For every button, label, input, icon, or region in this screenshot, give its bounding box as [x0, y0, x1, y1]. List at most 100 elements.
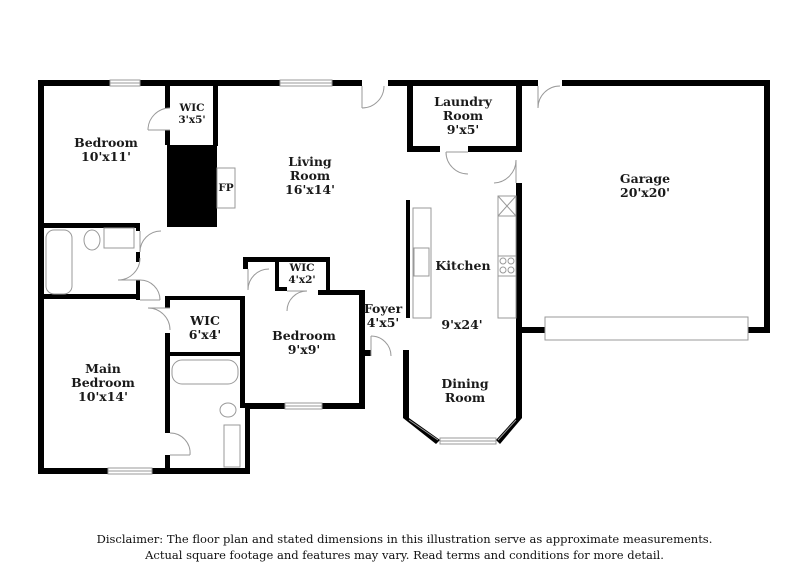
wall [243, 257, 330, 262]
bay-wall [496, 418, 522, 444]
kitchen-sink [413, 247, 430, 277]
walls [38, 80, 770, 474]
wall [516, 80, 522, 152]
door[interactable] [117, 257, 141, 281]
wall [165, 86, 170, 108]
wall [140, 80, 280, 86]
door[interactable] [169, 432, 191, 456]
room-name: Dining [441, 376, 489, 391]
door[interactable] [286, 290, 308, 312]
wall [764, 80, 770, 333]
window [497, 419, 517, 441]
stove [497, 255, 517, 277]
toilet [219, 402, 237, 418]
room-name: Foyer [363, 301, 403, 316]
wall [365, 350, 371, 356]
room-dimensions: 4'x5' [366, 315, 400, 330]
disclaimer-line-2: Actual square footage and features may v… [145, 548, 664, 562]
wall [136, 280, 140, 300]
wall [468, 146, 522, 152]
wall [136, 223, 140, 231]
room-name: Garage [619, 171, 671, 186]
wall [516, 183, 522, 333]
window [408, 419, 439, 441]
room-name: Living [288, 154, 332, 169]
wall [165, 333, 170, 433]
wall [213, 86, 218, 146]
kitchen-counter [412, 207, 432, 319]
door[interactable] [370, 335, 392, 357]
door[interactable] [147, 107, 171, 131]
wall [245, 408, 250, 474]
room-dimensions: 3'x5' [178, 114, 206, 126]
kitchen-counter [497, 195, 517, 319]
wall [167, 145, 217, 227]
wall [136, 252, 140, 262]
burner-icon [499, 257, 507, 265]
door[interactable] [139, 230, 162, 253]
room-name: Main [85, 361, 121, 376]
room-name: WIC [289, 262, 315, 274]
wall [240, 296, 245, 408]
room-name: FP [218, 182, 234, 194]
door[interactable] [537, 85, 561, 109]
wall [275, 257, 279, 290]
wall [165, 296, 245, 300]
wall [243, 257, 248, 269]
disclaimer: Disclaimer: The floor plan and stated di… [0, 531, 809, 563]
door[interactable] [493, 159, 517, 184]
room-name: Bedroom [74, 135, 138, 150]
room-label-kitchen: Kitchen [435, 259, 490, 273]
room-label-kitchen-dims: 9'x24' [441, 318, 482, 332]
wall [165, 352, 245, 356]
room-name: Bedroom [272, 328, 336, 343]
room-name: Room [289, 168, 331, 183]
burner-icon [499, 266, 507, 274]
wall [407, 146, 440, 152]
door[interactable] [361, 85, 385, 109]
door[interactable] [445, 151, 469, 175]
wall [403, 350, 409, 358]
wall [326, 257, 330, 293]
room-dimensions: 4'x2' [288, 274, 316, 286]
room-dimensions: 9'x24' [441, 317, 483, 332]
wall [322, 403, 365, 409]
room-name: WIC [190, 313, 220, 328]
wall [38, 223, 140, 228]
wall [38, 468, 108, 474]
wall [748, 327, 770, 333]
door[interactable] [147, 307, 171, 331]
wall [38, 80, 110, 86]
garage-door[interactable] [544, 316, 749, 341]
wall [388, 80, 538, 86]
wall [403, 353, 409, 418]
sink [103, 227, 135, 249]
room-label-fireplace: FP [218, 182, 233, 194]
refrigerator [497, 195, 517, 217]
room-dimensions: 9'x9' [287, 342, 321, 357]
room-name: Laundry [434, 94, 492, 109]
door[interactable] [247, 268, 270, 291]
wall [245, 403, 285, 409]
room-name: Room [442, 108, 484, 123]
room-name: Room [444, 390, 486, 405]
room-dimensions: 9'x5' [446, 122, 480, 137]
wall [165, 130, 170, 145]
burner-icon [507, 257, 515, 265]
bathtub [45, 229, 73, 295]
wall [38, 80, 44, 474]
wall [332, 80, 362, 86]
door[interactable] [139, 279, 161, 301]
room-dimensions: 20'x20' [620, 185, 670, 200]
fireplace-hearth [216, 167, 236, 209]
